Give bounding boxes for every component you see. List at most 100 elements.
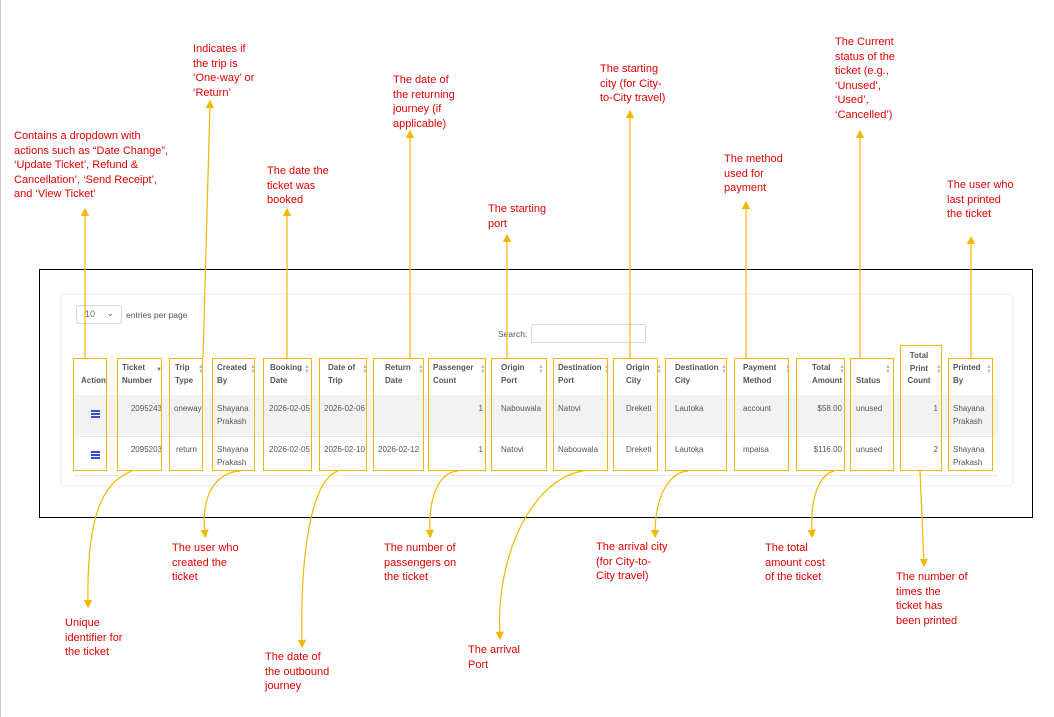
note-ticket-number: Unique identifier for the ticket (65, 617, 123, 658)
menu-lines-icon[interactable] (91, 410, 100, 418)
sort-arrows-icon[interactable]: ▲▼ (936, 364, 942, 375)
header-print-count[interactable]: Total Print Count (907, 351, 931, 385)
header-printed-by[interactable]: Printed By (953, 363, 981, 385)
cell-origin-city: Dreketi (626, 445, 652, 454)
note-date-of-trip: The date of the outbound journey (265, 651, 330, 692)
sort-arrows-icon[interactable]: ▲▼ (604, 364, 610, 375)
highlight-date-of-trip-column (319, 358, 367, 471)
search-label: Search: (498, 329, 528, 339)
highlight-trip-type-column (169, 358, 203, 471)
sort-arrows-icon[interactable]: ▲▼ (362, 364, 368, 375)
highlight-origin-port-column (491, 358, 547, 471)
note-payment-method: The method used for payment (724, 153, 783, 194)
highlight-print-count-column (900, 345, 942, 471)
header-return-date[interactable]: Return Date (385, 363, 411, 385)
sort-arrows-icon[interactable]: ▲▼ (250, 364, 256, 375)
cell-trip-type: return (176, 445, 197, 454)
cell-ticket-number: 2095203 (130, 445, 162, 454)
sort-arrows-icon[interactable]: ▲▼ (721, 364, 727, 375)
arrow-destination-port (495, 470, 584, 641)
cell-destination-port: Nabouwala (558, 445, 599, 454)
highlight-destination-port-column (553, 358, 608, 471)
highlight-status-column (850, 358, 894, 471)
highlight-origin-city-column (613, 358, 658, 471)
table-row-stripe (74, 436, 998, 476)
highlight-created-by-column (212, 358, 255, 471)
sort-arrows-icon[interactable]: ▲▼ (986, 364, 992, 375)
left-edge-rule (0, 0, 1, 717)
note-booking-date: The date the ticket was booked (267, 165, 329, 206)
header-trip-type[interactable]: Trip Type (175, 363, 194, 385)
arrow-destination-city (650, 470, 689, 539)
note-passenger-count: The number of passengers on the ticket (384, 542, 457, 583)
arrow-total-amount (807, 470, 835, 539)
header-origin-port[interactable]: Origin Port (501, 363, 525, 385)
arrow-print-count (919, 470, 929, 568)
search-input[interactable] (531, 324, 646, 343)
cell-destination-city: Lautoka (675, 445, 704, 454)
cell-status: unused (856, 404, 883, 413)
entries-per-page-label: entries per page (126, 310, 188, 320)
header-date-of-trip[interactable]: Date of Trip (328, 363, 356, 385)
sort-arrows-icon[interactable]: ▲▼ (304, 364, 310, 375)
cell-date-of-trip: 2026-02-06 (324, 404, 365, 413)
sort-arrows-icon[interactable]: ▲▼ (839, 364, 845, 375)
cell-date-of-trip: 2026-02-10 (324, 445, 365, 454)
header-destination-city[interactable]: Destination City (675, 363, 719, 385)
cell-printed-by: Shayana Prakash (953, 445, 985, 467)
header-passenger-count[interactable]: Passenger Count (433, 363, 474, 385)
sort-arrows-icon[interactable]: ▲▼ (480, 364, 486, 375)
sort-arrows-icon[interactable]: ▲▼ (418, 364, 424, 375)
menu-lines-icon[interactable] (91, 451, 100, 459)
cell-status: unused (856, 445, 883, 454)
arrow-ticket-number (83, 470, 133, 609)
cell-booking-date: 2026-02-05 (269, 404, 310, 413)
cell-destination-city: Lautoka (675, 404, 704, 413)
chevron-down-icon: ⌄ (106, 308, 114, 318)
cell-origin-city: Dreketi (626, 404, 652, 413)
cell-booking-date: 2026-02-05 (269, 445, 310, 454)
cell-created-by: Shayana Prakash (217, 404, 249, 426)
header-ticket-number[interactable]: Ticket Number (122, 363, 153, 385)
header-status[interactable]: Status (856, 376, 881, 385)
highlight-printed-by-column (948, 358, 993, 471)
cell-origin-port: Nabouwala (501, 404, 542, 413)
header-booking-date[interactable]: Booking Date (270, 363, 302, 385)
cell-printed-by: Shayana Prakash (953, 404, 985, 426)
highlight-destination-city-column (665, 358, 727, 471)
cell-payment-method: account (743, 404, 772, 413)
sort-arrows-icon[interactable]: ▲▼ (885, 364, 891, 375)
note-trip-type: Indicates if the trip is ‘One-way’ or ‘R… (193, 43, 255, 99)
note-total-amount: The total amount cost of the ticket (765, 542, 825, 583)
sort-desc-icon[interactable]: ▼ (156, 367, 162, 373)
cell-destination-port: Natovi (558, 404, 581, 413)
header-payment-method[interactable]: Payment Method (743, 363, 777, 385)
highlight-action-column (73, 358, 107, 471)
cell-passenger-count: 1 (478, 445, 483, 454)
cell-return-date: 2026-02-12 (378, 445, 419, 454)
note-status: The Current status of the ticket (e.g., … (835, 36, 895, 121)
sort-arrows-icon[interactable]: ▲▼ (198, 364, 204, 375)
cell-total-amount: $58.00 (817, 404, 842, 413)
cell-created-by: Shayana Prakash (217, 445, 249, 467)
header-created-by[interactable]: Created By (217, 363, 247, 385)
header-total-amount[interactable]: Total Amount (812, 363, 843, 385)
note-origin-city: The starting city (for City- to-City tra… (600, 63, 666, 104)
cell-origin-port: Natovi (501, 445, 524, 454)
highlight-total-amount-column (796, 358, 845, 471)
cell-trip-type: oneway (174, 404, 202, 413)
sort-arrows-icon[interactable]: ▲▼ (785, 364, 791, 375)
note-return-date: The date of the returning journey (if ap… (393, 74, 455, 130)
screenshot-frame (39, 269, 1033, 518)
note-origin-port: The starting port (488, 203, 547, 230)
sort-arrows-icon[interactable]: ▲▼ (656, 364, 662, 375)
header-action[interactable]: Action (81, 376, 106, 385)
note-action: Contains a dropdown with actions such as… (14, 130, 169, 200)
note-print-count: The number of times the ticket has been … (896, 571, 968, 627)
header-origin-city[interactable]: Origin City (626, 363, 650, 385)
entries-per-page-select[interactable]: 10 ⌄ (76, 305, 122, 324)
header-destination-port[interactable]: Destination Port (558, 363, 602, 385)
arrow-trip-type (202, 99, 215, 359)
sort-arrows-icon[interactable]: ▲▼ (538, 364, 544, 375)
